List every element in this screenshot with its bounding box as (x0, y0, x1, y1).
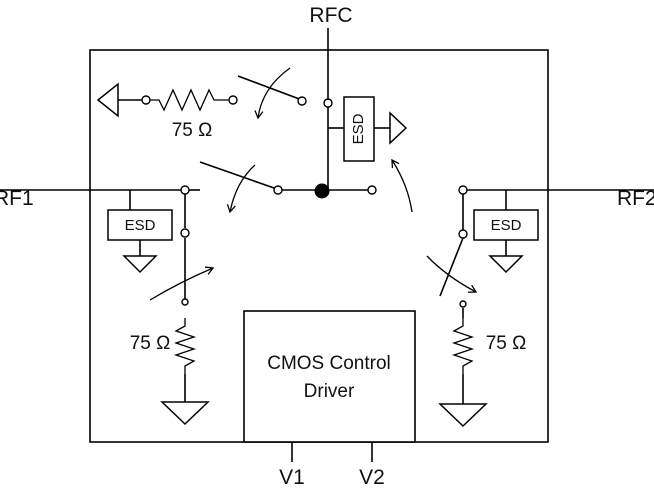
esd-right-label: ESD (491, 217, 522, 234)
rf1-port-label: RF1 (0, 187, 34, 210)
rf2-port-label: RF2 (617, 187, 654, 210)
rf2-branch (426, 185, 539, 428)
control-label-line2: Driver (304, 381, 355, 402)
rf1-branch (107, 185, 215, 426)
esd-top-label: ESD (350, 113, 367, 144)
resistor-left-label: 75 Ω (130, 333, 171, 354)
rf-main-line (0, 158, 654, 214)
v2-control-label: V2 (359, 466, 385, 489)
esd-box-top (343, 96, 375, 162)
resistor-top-label: 75 Ω (172, 120, 213, 141)
rfc-branch (96, 28, 408, 190)
resistor-right-label: 75 Ω (486, 333, 527, 354)
v1-control-label: V1 (279, 466, 305, 489)
cmos-control-driver (243, 310, 416, 462)
control-label-line1: CMOS Control (267, 353, 391, 374)
esd-left-label: ESD (125, 217, 156, 234)
rfc-port-label: RFC (309, 4, 352, 27)
esd-box-left (107, 209, 173, 241)
